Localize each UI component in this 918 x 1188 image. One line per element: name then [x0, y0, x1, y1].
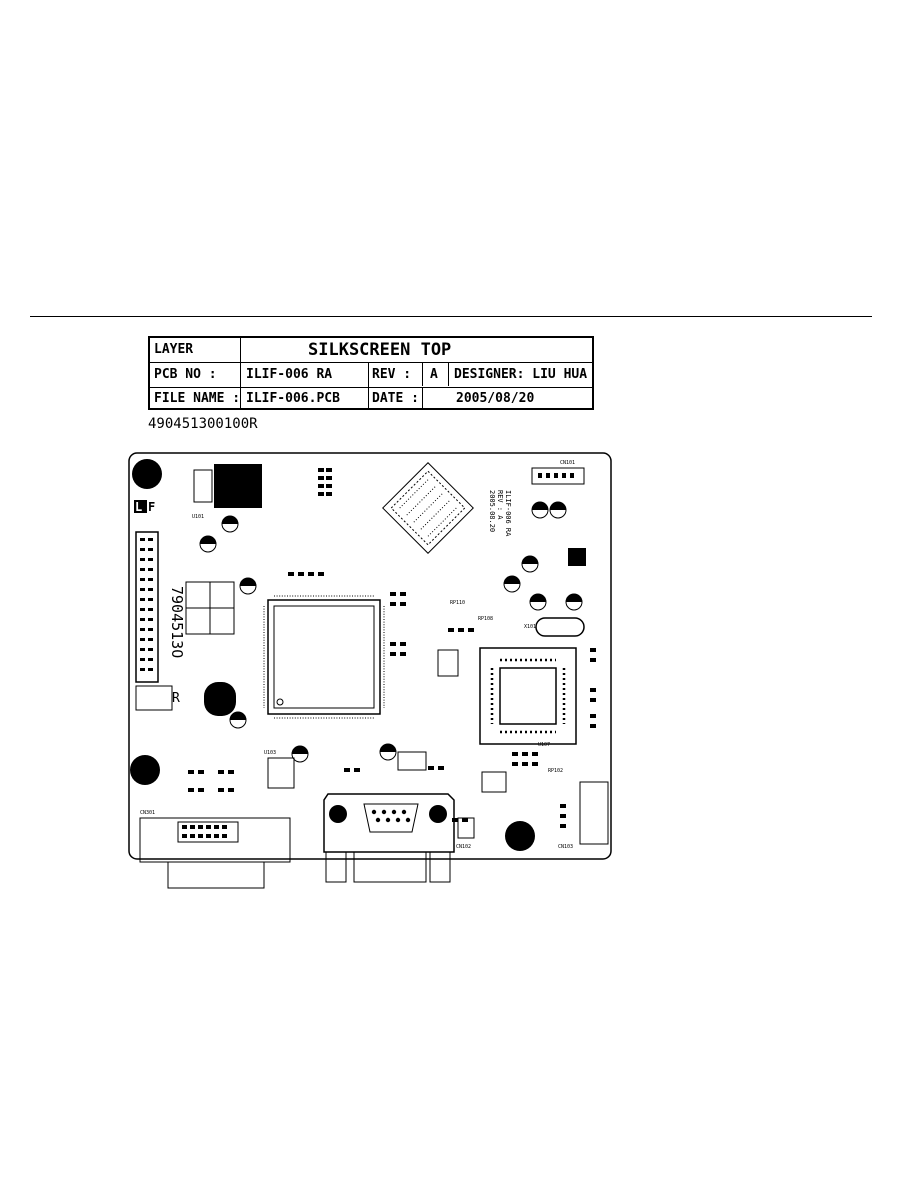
svg-text:CN102: CN102	[456, 844, 471, 850]
file-name-value: ILIF-006.PCB	[246, 391, 340, 406]
ic-plcc	[479, 647, 577, 745]
connector-cn102	[457, 817, 475, 839]
connector-vga	[323, 793, 455, 853]
svg-text:F: F	[148, 500, 155, 514]
designer: DESIGNER: LIU HUA	[454, 367, 588, 382]
crystal-x101	[535, 617, 585, 637]
ic-u101: U101	[192, 514, 204, 520]
board-label-3: 2005.08.20	[488, 490, 496, 532]
file-name-label: FILE NAME :	[154, 391, 241, 406]
pcb-no-value: ILIF-006 RA	[246, 367, 333, 382]
pcb-silkscreen: L F LF U101 7904513O R	[128, 452, 612, 889]
svg-text:U103: U103	[264, 750, 276, 756]
connector-cn101	[531, 467, 585, 485]
svg-text:CN101: CN101	[560, 460, 575, 466]
svg-text:CN301: CN301	[140, 810, 155, 816]
date-value: 2005/08/20	[456, 391, 535, 406]
svg-text:RP108: RP108	[478, 616, 493, 622]
mount-hole	[132, 459, 162, 489]
board-outline	[128, 452, 612, 860]
svg-text:RP110: RP110	[450, 600, 465, 606]
svg-text:X101: X101	[524, 624, 536, 630]
layer-value: SILKSCREEN TOP	[308, 340, 452, 360]
layer-label: LAYER	[154, 342, 194, 357]
board-label-2: REV : A	[496, 490, 504, 520]
date-label: DATE :	[372, 391, 419, 406]
svg-text:CN103: CN103	[558, 844, 573, 850]
connector-cn103	[579, 781, 609, 845]
vertical-code: 7904513O	[168, 586, 186, 658]
ic-main	[267, 599, 381, 715]
part-number: 490451300100R	[148, 416, 258, 432]
connector-cn301	[139, 817, 291, 863]
page-rule	[30, 316, 872, 317]
r-mark: R	[172, 691, 180, 706]
rev-value: A	[430, 367, 438, 382]
pcb-no-label: PCB NO :	[154, 367, 217, 382]
rev-label: REV :	[372, 367, 412, 382]
mount-hole	[505, 821, 535, 851]
svg-text:RP102: RP102	[548, 768, 563, 774]
board-label-1: ILIF-006 RA	[504, 490, 512, 537]
title-block: LAYER SILKSCREEN TOP PCB NO : ILIF-006 R…	[148, 336, 594, 410]
lf-mark: L	[135, 500, 142, 514]
svg-text:U107: U107	[538, 742, 550, 748]
mount-hole	[130, 755, 160, 785]
header-connector	[135, 531, 159, 683]
